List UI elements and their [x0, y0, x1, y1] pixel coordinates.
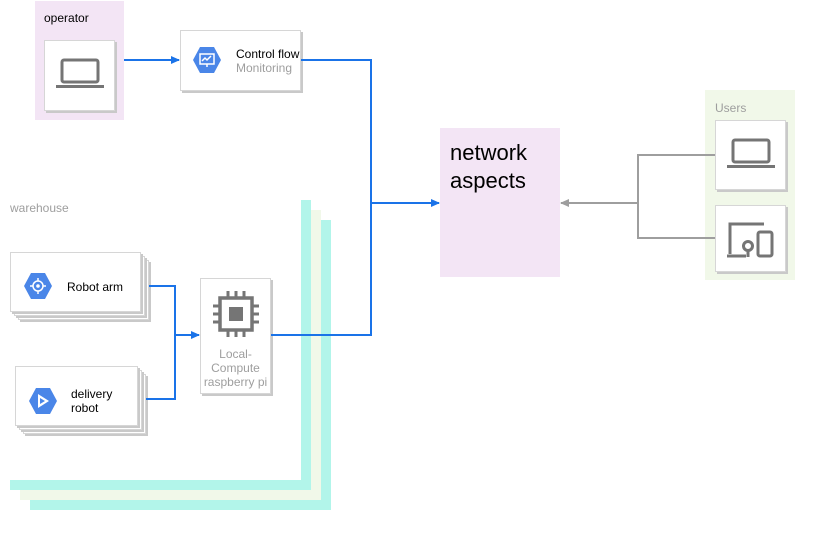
- local-compute-label-line3: raspberry pi: [203, 375, 268, 389]
- control-flow-card[interactable]: Control flow Monitoring: [180, 30, 301, 91]
- mobile-devices-icon: [727, 222, 774, 258]
- robot-arm-card[interactable]: Robot arm: [10, 252, 141, 312]
- users-laptop-connector: [637, 154, 715, 203]
- delivery-robot-label-line2: robot: [71, 401, 99, 415]
- laptop-icon: [727, 138, 775, 168]
- warehouse-label: warehouse: [10, 201, 69, 215]
- network-aspects-line2: aspects: [450, 168, 526, 193]
- monitoring-icon: [193, 47, 221, 73]
- chip-icon: [213, 291, 259, 337]
- local-compute-card[interactable]: [200, 278, 271, 394]
- operator-laptop-card[interactable]: [44, 40, 115, 111]
- control-flow-title: Control flow: [236, 47, 300, 61]
- users-mobile-connector: [637, 203, 715, 239]
- robot-arm-to-compute-arrow: [149, 285, 200, 339]
- local-compute-label-line1: Local-: [219, 347, 252, 361]
- control-flow-subtitle: Monitoring: [236, 61, 293, 75]
- compute-to-network-connector: [271, 203, 372, 336]
- control-to-network-arrow: [301, 59, 440, 207]
- users-mobile-card[interactable]: [715, 205, 786, 272]
- delivery-robot-icon: [29, 388, 57, 414]
- delivery-robot-to-compute-connector: [146, 335, 176, 400]
- delivery-robot-card[interactable]: delivery robot: [15, 366, 138, 426]
- users-label: Users: [715, 101, 747, 115]
- robot-arm-label: Robot arm: [67, 280, 124, 294]
- network-aspects-box[interactable]: network aspects: [440, 128, 560, 277]
- robot-arm-icon: [24, 273, 52, 299]
- local-compute-label-line2: Compute: [211, 361, 260, 375]
- delivery-robot-label-line1: delivery: [71, 387, 113, 401]
- users-laptop-card[interactable]: [715, 120, 786, 190]
- operator-label: operator: [44, 11, 89, 25]
- laptop-icon: [56, 58, 104, 88]
- network-aspects-line1: network: [450, 140, 528, 165]
